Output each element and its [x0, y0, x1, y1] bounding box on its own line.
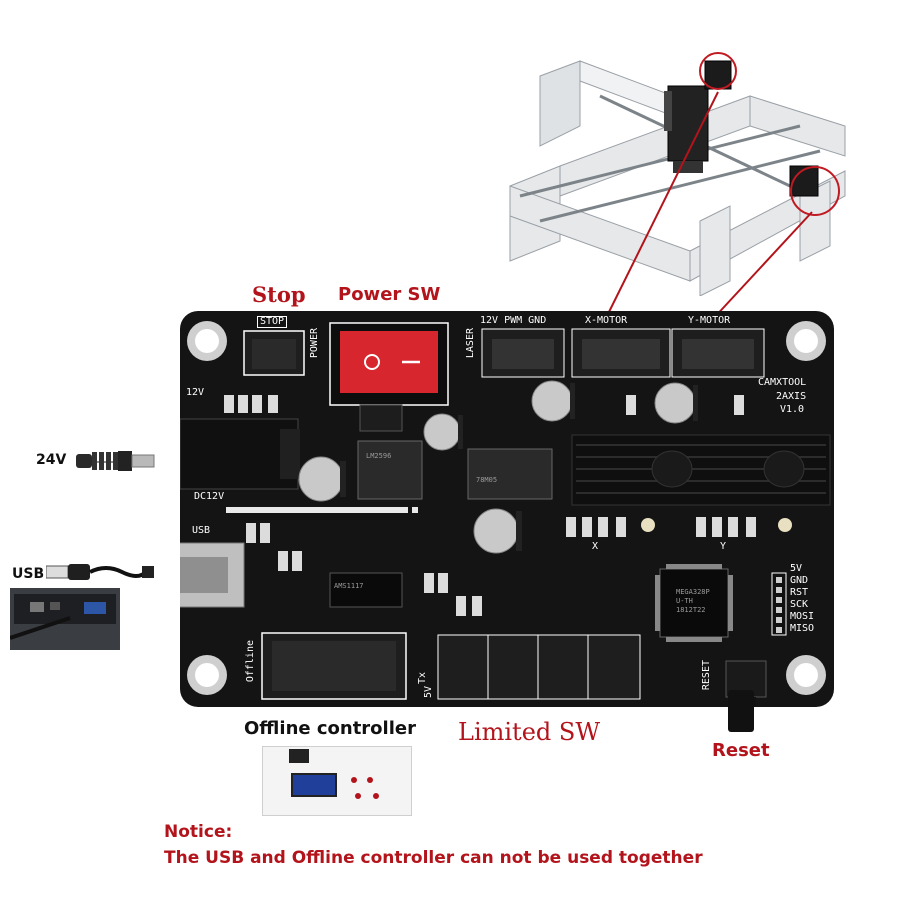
offline-controller-callout: Offline controller — [244, 718, 416, 739]
offline-btn-4 — [373, 793, 379, 799]
board-5v-label: 5V — [423, 686, 434, 699]
board-axis-label: 2AXIS — [776, 391, 807, 402]
limited-sw-callout: Limited SW — [458, 718, 600, 746]
board-y-motor-label: Y-MOTOR — [688, 315, 731, 326]
usb-cable-icon — [46, 564, 154, 580]
laser-engraver-illustration — [509, 52, 846, 296]
offline-controller-module — [262, 746, 412, 816]
isp-pin-sck: SCK — [790, 599, 809, 610]
isp-pin-5v: 5V — [790, 563, 803, 574]
chip-mid-text: AMS1117 — [334, 582, 364, 590]
board-stop-label: STOP — [257, 316, 288, 328]
board-dc12v-label: DC12V — [194, 491, 225, 502]
board-offline-label: Offline — [245, 640, 256, 683]
offline-btn-1 — [351, 777, 357, 783]
board-y-label: Y — [720, 541, 727, 552]
board-reset-label: RESET — [701, 660, 712, 691]
laptop-icon — [10, 588, 120, 650]
board-version-label: V1.0 — [780, 404, 805, 415]
dc-plug-icon — [76, 451, 155, 471]
board-x-motor-label: X-MOTOR — [585, 315, 628, 326]
board-components — [180, 321, 831, 707]
chip-left-text: LM2596 — [366, 452, 392, 460]
power-sw-callout: Power SW — [338, 284, 441, 305]
board-usb-label: USB — [192, 525, 211, 536]
isp-pin-labels: 5V GND RST SCK MOSI MISO — [790, 564, 814, 634]
offline-btn-3 — [355, 793, 361, 799]
reset-callout: Reset — [712, 740, 770, 761]
isp-pin-gnd: GND — [790, 575, 809, 586]
board-12v-label: 12V — [186, 387, 205, 398]
stop-callout: Stop — [252, 282, 306, 307]
mcu-line-2: U-TH — [676, 597, 693, 605]
notice-title: Notice: — [164, 822, 233, 842]
isp-pin-miso: MISO — [790, 623, 815, 634]
offline-lcd — [291, 773, 337, 797]
board-laser-label: LASER — [465, 328, 476, 359]
reset-button[interactable] — [728, 690, 754, 732]
board-brand-label: CAMXTOOL — [758, 377, 807, 388]
mcu-chip-text: MEGA328P U-TH 1812T22 — [676, 588, 710, 615]
board-x-label: X — [592, 541, 599, 552]
v24-callout: 24V — [36, 452, 67, 468]
mcu-line-1: MEGA328P — [676, 588, 710, 596]
mcu-line-3: 1812T22 — [676, 606, 706, 614]
offline-header — [289, 749, 309, 763]
mounting-holes — [187, 321, 826, 695]
offline-btn-2 — [367, 777, 373, 783]
board-pwm-label: 12V PWM GND — [480, 315, 547, 326]
board-power-label: POWER — [309, 328, 320, 359]
board-tx-label: Tx — [417, 672, 428, 685]
isp-pin-mosi: MOSI — [790, 611, 815, 622]
notice-text: The USB and Offline controller can not b… — [164, 848, 703, 868]
usb-callout: USB — [12, 566, 45, 582]
regulator-text: 78M05 — [476, 476, 498, 484]
isp-pin-rst: RST — [790, 587, 809, 598]
